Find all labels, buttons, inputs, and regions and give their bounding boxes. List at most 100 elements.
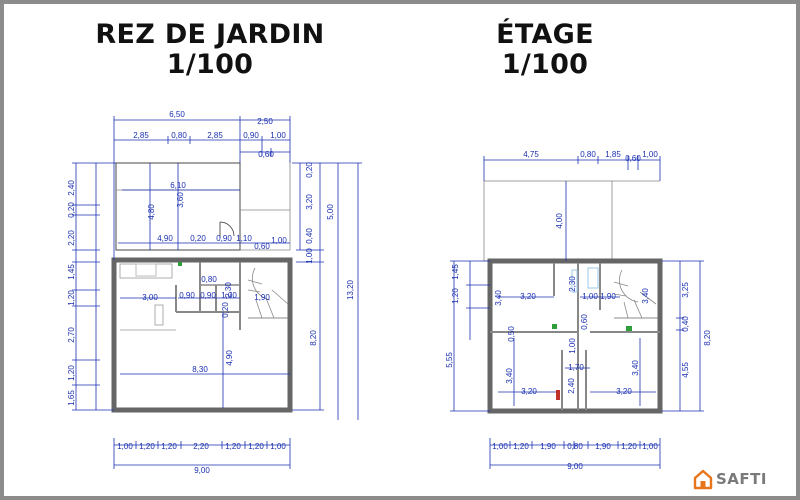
dim-label: 6,10: [170, 181, 186, 190]
dim-label: 3,20: [305, 194, 314, 210]
dim-label: 6,50: [169, 110, 185, 119]
dim-label: 2,40: [67, 180, 76, 196]
dim-label: 2,30: [224, 282, 233, 298]
dim-label: 1,90: [595, 442, 611, 451]
dim-label: 1,20: [67, 290, 76, 306]
dim-label: 0,80: [580, 150, 596, 159]
dim-label: 2,40: [567, 378, 576, 394]
dim-label: 2,70: [67, 327, 76, 343]
dim-label: 8,30: [192, 365, 208, 374]
dim-label: 3,20: [520, 292, 536, 301]
brand-logo: SAFTI: [692, 466, 792, 492]
dim-label: 4,90: [157, 234, 173, 243]
dim-label: 3,40: [494, 290, 503, 306]
dim-label: 1,20: [513, 442, 529, 451]
dim-label: 1,10: [236, 234, 252, 243]
house-logo-icon: [693, 469, 713, 490]
dim-label: 0,50: [507, 326, 516, 342]
dim-label: 1,45: [67, 264, 76, 280]
dim-label: 0,80: [201, 275, 217, 284]
dim-label: 0,40: [681, 316, 690, 332]
dim-label: 3,40: [641, 288, 650, 304]
dim-label: 0,90: [200, 291, 216, 300]
dim-label: 0,20: [67, 202, 76, 218]
dim-label: 3,60: [176, 192, 185, 208]
dim-label: 2,50: [257, 117, 273, 126]
dim-label: 8,20: [309, 330, 318, 346]
upper-floor-dimensions: 4,75 0,80 1,85 0,60 1,00 4,00 3,20 3,40 …: [445, 150, 712, 471]
dim-label: 3,40: [505, 368, 514, 384]
dim-label: 13,20: [346, 279, 355, 300]
dim-label: 1,00: [642, 442, 658, 451]
dim-label: 0,60: [625, 154, 641, 163]
dim-label: 1,00: [305, 248, 314, 264]
dim-label: 0,90: [216, 234, 232, 243]
dim-label: 3,25: [681, 282, 690, 298]
dim-label: 0,60: [258, 150, 274, 159]
dim-label: 9,00: [194, 466, 210, 475]
fixture-markers: [135, 262, 632, 400]
dim-label: 0,20: [305, 162, 314, 178]
dim-label: 1,00: [492, 442, 508, 451]
dim-label: 1,90: [254, 293, 270, 302]
dim-label: 0,80: [567, 442, 583, 451]
dim-label: 1,00: [568, 338, 577, 354]
dim-label: 1,00: [221, 291, 237, 300]
upper-floor-title: ÉTAGE 1/100: [440, 19, 650, 81]
dim-label: 3,00: [142, 293, 158, 302]
dim-label: 2,20: [193, 442, 209, 451]
dim-label: 8,20: [703, 330, 712, 346]
dim-label: 5,55: [445, 352, 454, 368]
dim-label: 0,90: [243, 131, 259, 140]
dim-label: 4,80: [147, 204, 156, 220]
dim-label: 9,00: [567, 462, 583, 471]
dim-label: 1,20: [451, 288, 460, 304]
dim-label: 0,40: [305, 228, 314, 244]
dim-label: 1,85: [605, 150, 621, 159]
ground-floor-name: REZ DE JARDIN: [95, 19, 325, 50]
dim-label: 1,00: [642, 150, 658, 159]
dim-label: 1,65: [67, 390, 76, 406]
dim-label: 5,00: [326, 204, 335, 220]
dim-label: 0,60: [254, 242, 270, 251]
upper-floor-scale: 1/100: [501, 49, 589, 81]
dim-label: 1,45: [451, 264, 460, 280]
dim-label: 4,00: [555, 213, 564, 229]
dim-label: 4,90: [225, 350, 234, 366]
dim-label: 1,00: [270, 131, 286, 140]
dim-label: 2,85: [133, 131, 149, 140]
dim-label: 0,20: [190, 234, 206, 243]
dim-label: 3,40: [631, 360, 640, 376]
dim-label: 1,00: [270, 442, 286, 451]
ground-floor-title: REZ DE JARDIN 1/100: [70, 19, 350, 81]
dim-label: 2,85: [207, 131, 223, 140]
dim-label: 3,20: [616, 387, 632, 396]
dim-label: 1,90: [600, 292, 616, 301]
dim-label: 1,20: [139, 442, 155, 451]
dim-label: 3,20: [521, 387, 537, 396]
dim-label: 0,60: [580, 314, 589, 330]
dim-label: 4,55: [681, 362, 690, 378]
plan-geometry: [72, 116, 704, 469]
brand-name: SAFTI: [716, 470, 767, 488]
dim-label: 0,80: [171, 131, 187, 140]
dim-label: 1,20: [225, 442, 241, 451]
ground-floor-scale: 1/100: [166, 49, 254, 81]
dim-label: 1,70: [568, 363, 584, 372]
upper-floor-name: ÉTAGE: [496, 19, 594, 50]
dim-label: 4,75: [523, 150, 539, 159]
dim-label: 1,20: [67, 365, 76, 381]
dim-label: 0,90: [179, 291, 195, 300]
dim-label: 0,20: [221, 302, 230, 318]
dim-label: 1,20: [248, 442, 264, 451]
ground-floor-dimensions: 6,50 2,50 2,85 0,80 2,85 0,90 1,00 0,60 …: [67, 110, 355, 475]
dim-label: 2,30: [568, 276, 577, 292]
dim-label: 2,20: [67, 230, 76, 246]
dim-label: 1,00: [582, 292, 598, 301]
dim-label: 1,00: [271, 236, 287, 245]
dim-label: 1,20: [621, 442, 637, 451]
dim-label: 1,00: [117, 442, 133, 451]
dim-label: 1,20: [161, 442, 177, 451]
dim-label: 1,90: [540, 442, 556, 451]
